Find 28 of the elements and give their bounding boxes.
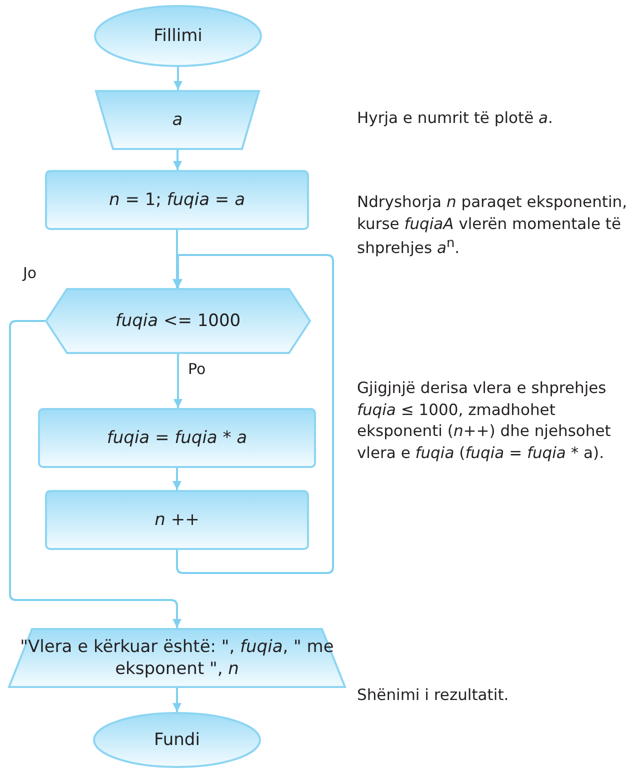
arrow [174,354,182,408]
start-terminal [94,5,262,67]
arrow [9,320,182,628]
annotation-text: Gjigjnjë derisa vlera e shprehjes fuqia ≤ 1000, zmadhohet eksponenti (n++) dhe njehsohet vlera e fuqia (fuqia = fuqia* a). [357,378,612,464]
loop-condition-hexagon [45,288,311,354]
input-shape [95,90,260,150]
node-text: fuqia <= 1000 [114,310,242,332]
node-text: a [171,108,184,132]
edge-label: Jo [21,264,39,282]
output-shape [8,628,346,688]
node-text: n ++ [154,508,200,532]
process-box [45,170,309,230]
node-text: Fillimi [152,24,204,48]
process-box [45,490,309,550]
arrow [172,688,182,712]
node-text: "Vlera e kërkuar është: ", fuqia, " me eksponent ", n [19,636,335,680]
annotation-text: Hyrja e numrit të plotë a. [357,108,554,129]
arrow [172,468,182,490]
arrow [173,150,182,170]
annotation-text: Ndryshorja n paraqet eksponentin, kurse fuqiaA vlerën momentale të shprehjes a$^{n}$. [357,192,628,260]
arrow [174,254,334,574]
node-text: Fundi [153,728,201,752]
process-box [38,408,316,468]
arrow [174,67,182,90]
end-terminal [93,712,261,768]
node-text: n = 1; fuqia = a [108,188,246,212]
annotation-text: Shënimi i rezultatit. [357,685,510,706]
node-text: fuqia = fuqia * a [106,426,248,450]
